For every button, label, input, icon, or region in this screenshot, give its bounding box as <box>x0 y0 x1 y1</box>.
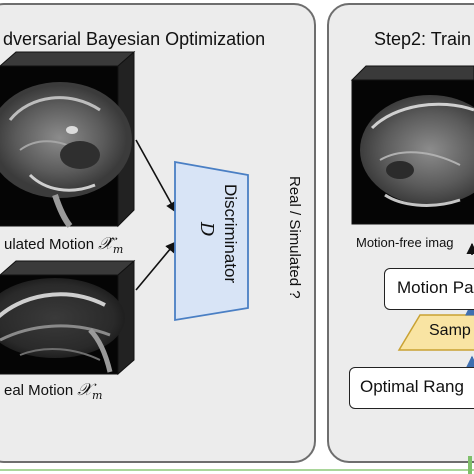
discriminator-shape <box>174 160 249 322</box>
sample-shape <box>397 314 474 351</box>
motion-free-image <box>350 65 474 225</box>
simulated-caption-text: ulated Motion <box>4 236 95 253</box>
real-subscript: m <box>92 389 103 402</box>
real-motion-caption: eal Motion 𝒳m <box>4 380 102 402</box>
arrow-simulated-to-discriminator <box>135 139 177 213</box>
discriminator-symbol: D <box>196 222 217 237</box>
motion-free-caption: Motion-free imag <box>356 235 454 250</box>
left-panel-title: dversarial Bayesian Optimization <box>3 29 266 49</box>
simulated-subscript: m <box>112 243 124 256</box>
real-caption-text: eal Motion <box>4 382 74 399</box>
simulated-motion-image <box>0 50 136 228</box>
simulated-motion-caption: ulated Motion 𝒳̂m <box>4 234 123 256</box>
discriminator-label: Discriminator <box>221 184 240 284</box>
real-motion-image <box>0 259 136 376</box>
sample-label: Samp <box>429 322 471 339</box>
real-symbol: 𝒳 <box>77 380 93 400</box>
motion-parameters-box: Motion Pa <box>384 268 474 310</box>
right-panel-title: Step2: Train <box>374 29 472 49</box>
arrow-real-to-discriminator <box>135 241 177 291</box>
real-simulated-question: Real / Simulated ? <box>286 176 303 299</box>
optimal-range-box: Optimal Rang <box>349 367 474 409</box>
simulated-symbol: 𝒳̂ <box>98 234 113 254</box>
